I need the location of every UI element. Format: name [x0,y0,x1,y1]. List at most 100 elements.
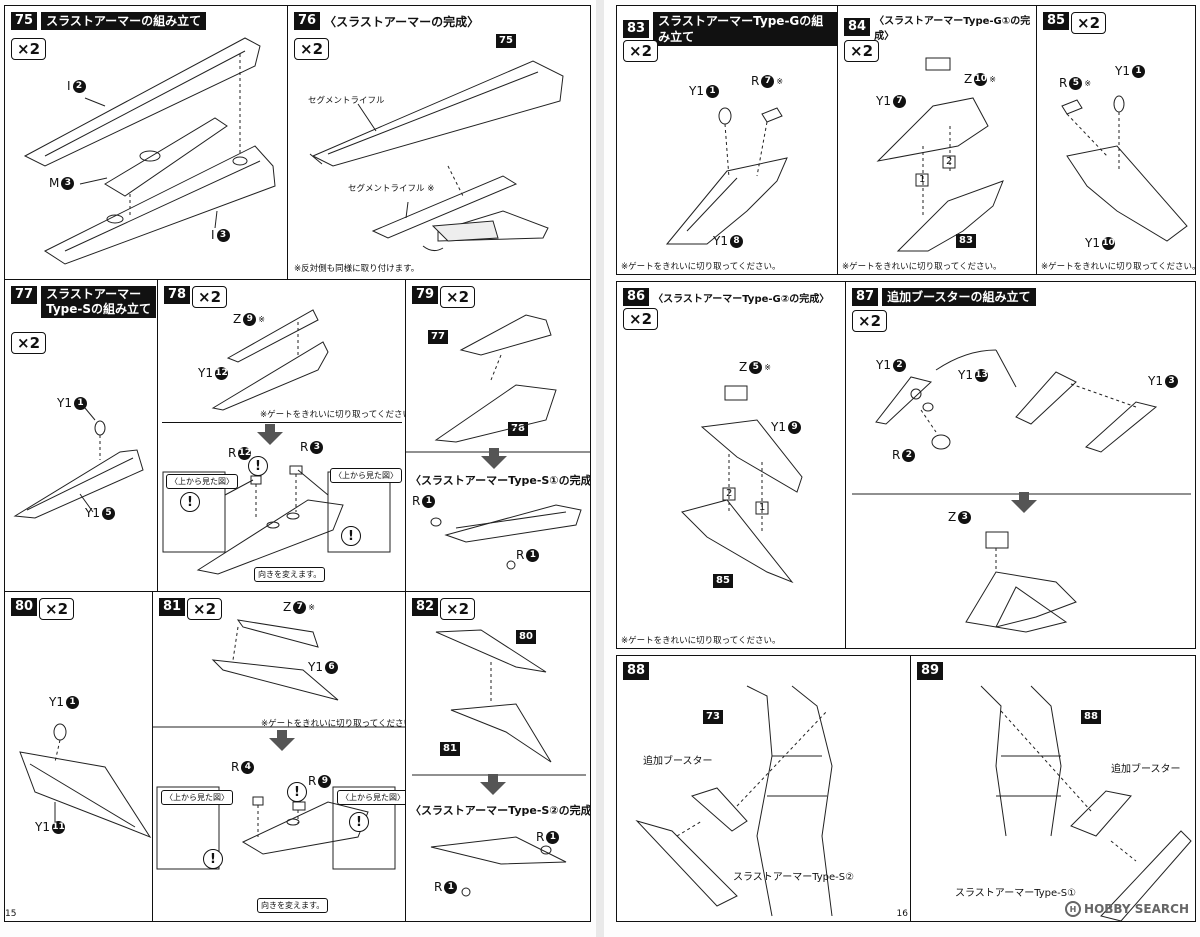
step-number: 85 [1043,12,1070,30]
step-header: 81 [159,598,186,616]
quantity-badge: ×2 [187,598,223,620]
step-header: 75 スラストアーマーの組み立て [11,12,207,30]
step-header: 89 [917,662,944,680]
quantity-badge: ×2 [623,40,659,62]
step-number: 78 [164,286,191,304]
page-gutter [596,0,604,937]
part-illustration [1061,95,1188,242]
step-number: 82 [412,598,439,616]
step-number: 75 [11,12,38,30]
step-number: 86 [623,288,650,306]
step-title: スラストアーマーの組み立て [41,12,207,30]
rifle-label-alt: セグメントライフル ※ [348,184,435,194]
step-title: 〈スラストアーマーType-G②の完成〉 [653,293,830,305]
caution-icon: ! [349,812,369,832]
step-reference-tag: 83 [956,234,976,248]
assembly-illustration [406,314,590,570]
step-header: 88 [623,662,650,680]
arrow-down [1019,492,1029,500]
top-view-label: 〈上から見た図〉 [337,790,405,805]
quantity-badge: ×2 [11,332,47,354]
caution-icon: ! [203,849,223,869]
top-view-label: 〈上から見た図〉 [161,790,233,805]
quantity-badge: ×2 [623,308,659,330]
step-reference-tag: 80 [516,630,536,644]
quantity-badge: ×2 [11,38,47,60]
step-title: スラストアーマーType-Gの組み立て [653,12,837,46]
quantity-badge: ×2 [440,598,476,620]
quantity-badge: ×2 [844,40,880,62]
step-header: 86 〈スラストアーマーType-G②の完成〉 [623,288,829,306]
quantity-badge: ×2 [192,286,228,308]
step-number: 81 [159,598,186,616]
quantity-badge: ×2 [852,310,888,332]
step-header: 76 〈スラストアーマーの完成〉 [294,12,479,30]
change-direction-label: 向きを変えます。 [257,898,329,913]
gate-note: ※ゲートをきれいに切り取ってください。 [621,636,781,646]
page-number: 16 [896,909,908,919]
quantity-badge: ×2 [39,598,75,620]
gate-note: ※ゲートをきれいに切り取ってください。 [261,719,406,729]
step-header: 85 [1043,12,1070,30]
step-header: 80 [11,598,38,616]
box-marker-2: 2 [946,156,953,167]
step-reference-tag: 77 [428,330,448,344]
step-header: 87 追加ブースターの組み立て [852,288,1036,306]
arrow-down-head [481,456,507,469]
step-76-panel: 76 〈スラストアーマーの完成〉 ×2 75 セグメントライフル セグメントライ… [287,5,591,280]
watermark-logo-icon: H [1065,901,1082,917]
assembly-illustration [876,57,1004,252]
assembly-illustration [309,60,564,252]
step-reference-tag: 85 [713,574,733,588]
box-marker-1: 1 [919,174,926,185]
step-header: 82 [412,598,439,616]
part-illustration [13,407,144,519]
step-number: 83 [623,20,650,38]
top-view-label: 〈上から見た図〉 [330,468,402,483]
part-illustration [19,723,152,839]
step-number: 88 [623,662,650,680]
assembly-illustration [412,629,586,897]
part-illustration [153,619,405,870]
rifle-label: セグメントライフル [308,96,385,106]
arrow-down-head [269,738,295,751]
top-view-label: 〈上から見た図〉 [166,474,238,489]
step-title: 追加ブースターの組み立て [882,288,1036,306]
step-number: 77 [11,286,38,304]
quantity-badge: ×2 [294,38,330,60]
